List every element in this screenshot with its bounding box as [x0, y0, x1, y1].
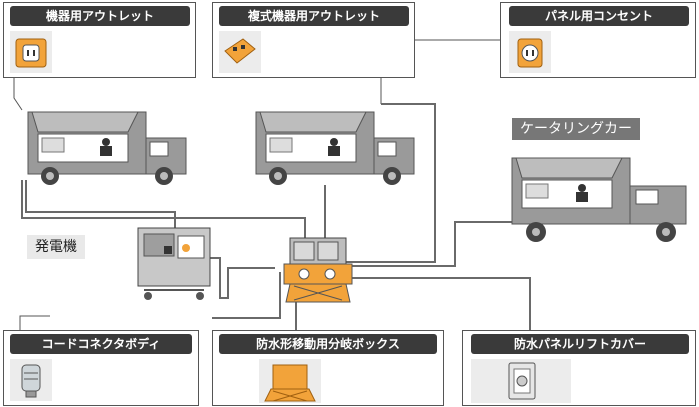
food-truck-left: [27, 111, 187, 185]
cable-duplex: [340, 103, 436, 263]
callout-line-connector: [19, 315, 50, 330]
duplex-outlet-image: [219, 31, 261, 73]
panel-receptacle-icon: [517, 38, 543, 68]
product-title: コードコネクタボディ: [10, 334, 192, 354]
outlet-image: [10, 31, 52, 73]
callout-cord-connector: コードコネクタボディ: [3, 330, 199, 406]
generator-unit: [137, 227, 211, 300]
lift-cover-image: [471, 359, 571, 403]
outlet-icon: [15, 38, 47, 68]
catering-truck: [511, 157, 687, 242]
panel-receptacle-image: [509, 31, 551, 73]
callout-duplex-outlet: 複式機器用アウトレット: [212, 2, 415, 78]
distribution-box: [283, 237, 353, 303]
product-title: パネル用コンセント: [509, 6, 689, 26]
callout-panel-receptacle: パネル用コンセント: [500, 2, 696, 78]
cable-lift-cover: [340, 277, 531, 330]
branch-box-icon: [264, 364, 316, 402]
product-title: 機器用アウトレット: [10, 6, 190, 26]
cable-connector: [212, 272, 281, 319]
cable-generator: [208, 257, 275, 299]
cable-truck1: [21, 180, 306, 252]
duplex-outlet-icon: [224, 38, 256, 64]
callout-lines: [13, 39, 500, 330]
callout-line-outlet: [13, 78, 23, 111]
product-title: 複式機器用アウトレット: [219, 6, 409, 26]
callout-branch-box: 防水形移動用分岐ボックス: [212, 330, 444, 406]
catering-car-label: ケータリングカー: [512, 118, 640, 140]
product-title: 防水形移動用分岐ボックス: [219, 334, 437, 354]
food-truck-middle: [255, 111, 415, 185]
generator-label: 発電機: [27, 235, 85, 259]
product-title: 防水パネルリフトカバー: [471, 334, 689, 354]
callout-lift-cover: 防水パネルリフトカバー: [462, 330, 696, 406]
cord-connector-image: [10, 359, 52, 401]
cord-connector-icon: [21, 364, 41, 398]
lift-cover-icon: [508, 362, 536, 400]
callout-equipment-outlet: 機器用アウトレット: [3, 2, 196, 78]
branch-box-image: [259, 359, 321, 403]
cable-truck1-gen: [25, 180, 176, 240]
cables: [21, 103, 531, 330]
cable-catering: [340, 221, 520, 267]
